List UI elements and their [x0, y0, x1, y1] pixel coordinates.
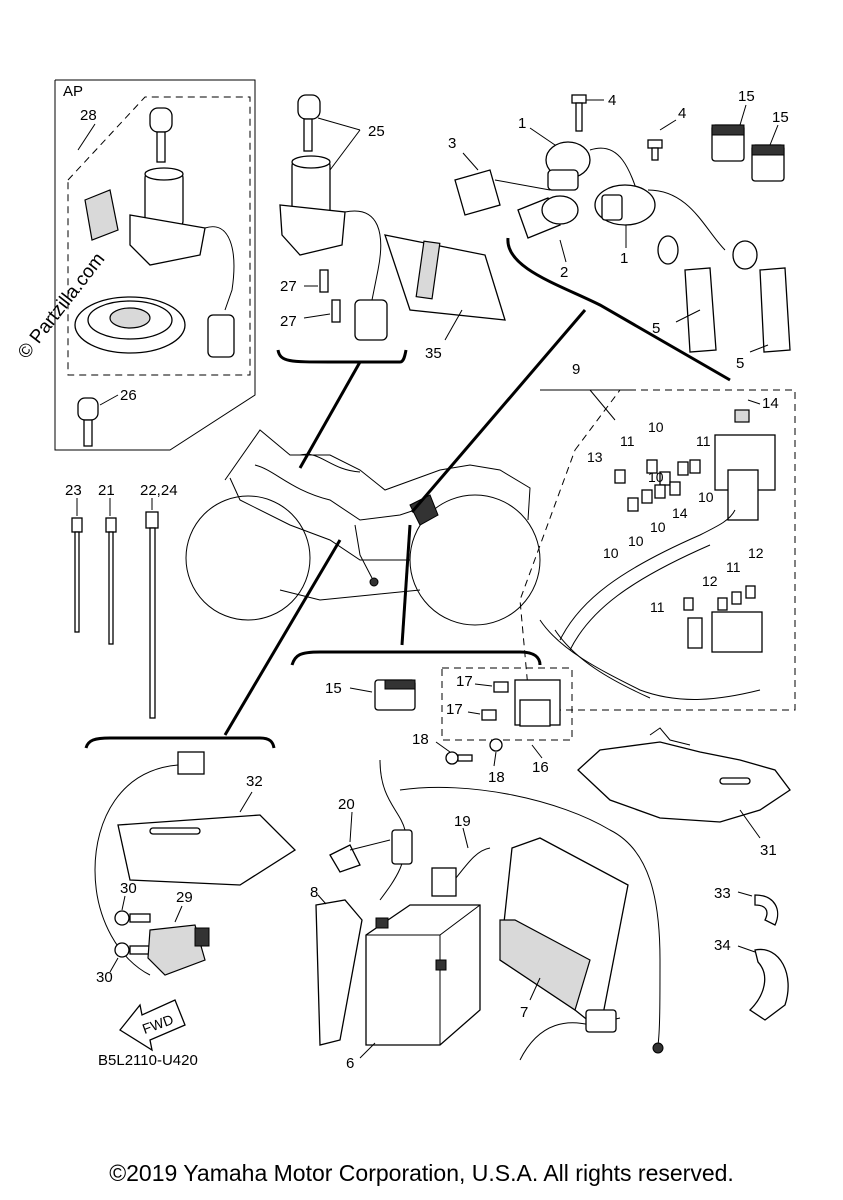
callout-10d: 10 — [628, 533, 644, 549]
callout-26: 26 — [120, 387, 137, 404]
callout-4b: 4 — [678, 105, 686, 122]
fwd-arrow: FWD — [119, 999, 186, 1052]
callout-15b: 15 — [772, 109, 789, 126]
callout-11d: 11 — [726, 559, 741, 575]
callout-34: 34 — [714, 937, 731, 954]
callout-22-24: 22,24 — [140, 482, 178, 499]
callout-2: 2 — [560, 264, 568, 281]
callout-32: 32 — [246, 773, 263, 790]
callout-28: 28 — [80, 107, 97, 124]
callout-18b: 18 — [488, 769, 505, 786]
drawing-code: B5L2110-U420 — [98, 1052, 198, 1069]
callout-33: 33 — [714, 885, 731, 902]
key-28 — [149, 107, 173, 163]
callout-27b: 27 — [280, 313, 297, 330]
fuse-box-group: 9 14 13 11 10 11 10 14 10 10 10 10 — [519, 361, 796, 711]
tray-31: 31 — [577, 727, 791, 859]
callout-15c: 15 — [325, 680, 342, 697]
callout-12a: 12 — [702, 573, 718, 589]
callout-16: 16 — [532, 759, 549, 776]
callout-17a: 17 — [456, 673, 473, 690]
battery-group: 20 19 6 7 8 — [310, 759, 664, 1072]
bike-silhouette — [185, 429, 541, 626]
sensor-group: 32 29 30 30 FWD B5L2110-U420 — [94, 751, 297, 1069]
callout-27a: 27 — [280, 278, 297, 295]
cable-ties: 23 21 22,24 — [65, 482, 178, 719]
callout-5a: 5 — [652, 320, 660, 337]
callout-8: 8 — [310, 884, 318, 901]
callout-4a: 4 — [608, 92, 616, 109]
ap-label: AP — [63, 83, 83, 100]
callout-35: 35 — [425, 345, 442, 362]
callout-15a: 15 — [738, 88, 755, 105]
callout-1a: 1 — [518, 115, 526, 132]
callout-30a: 30 — [120, 880, 137, 897]
callout-10f: 10 — [648, 469, 664, 485]
callout-18a: 18 — [412, 731, 429, 748]
callout-17b: 17 — [446, 701, 463, 718]
callout-1b: 1 — [620, 250, 628, 267]
callout-10a: 10 — [648, 419, 664, 435]
ignition-coil-group: 4 4 1 2 1 3 5 5 — [448, 88, 791, 382]
callout-21: 21 — [98, 482, 115, 499]
callout-3: 3 — [448, 135, 456, 152]
callout-10c: 10 — [650, 519, 666, 535]
clamps: 33 34 — [714, 885, 789, 1021]
callout-6: 6 — [346, 1055, 354, 1072]
callout-30b: 30 — [96, 969, 113, 986]
copyright-notice: ©2019 Yamaha Motor Corporation, U.S.A. A… — [109, 1160, 734, 1186]
key-26 — [77, 397, 99, 447]
callout-20: 20 — [338, 796, 355, 813]
callout-11a: 11 — [620, 433, 635, 449]
callout-11b: 11 — [696, 433, 711, 449]
ignition-switch-ap — [84, 167, 235, 358]
callout-7: 7 — [520, 1004, 528, 1021]
callout-11c: 11 — [650, 599, 665, 615]
callout-29: 29 — [176, 889, 193, 906]
callout-23: 23 — [65, 482, 82, 499]
callout-12b: 12 — [748, 545, 764, 561]
callout-10b: 10 — [698, 489, 714, 505]
callout-10e: 10 — [603, 545, 619, 561]
callout-14b: 14 — [672, 505, 688, 521]
main-switch-group: 25 27 27 35 — [276, 94, 506, 364]
callout-14a: 14 — [762, 395, 779, 412]
ap-group: AP 26 28 — [54, 79, 256, 451]
callout-13: 13 — [587, 449, 603, 465]
fuel-cap-ap — [74, 296, 186, 354]
callout-19: 19 — [454, 813, 471, 830]
callout-5b: 5 — [736, 355, 744, 372]
callout-31: 31 — [760, 842, 777, 859]
callout-9: 9 — [572, 361, 580, 378]
callout-25: 25 — [368, 123, 385, 140]
relay-group: 15 17 17 16 18 18 — [325, 667, 573, 786]
